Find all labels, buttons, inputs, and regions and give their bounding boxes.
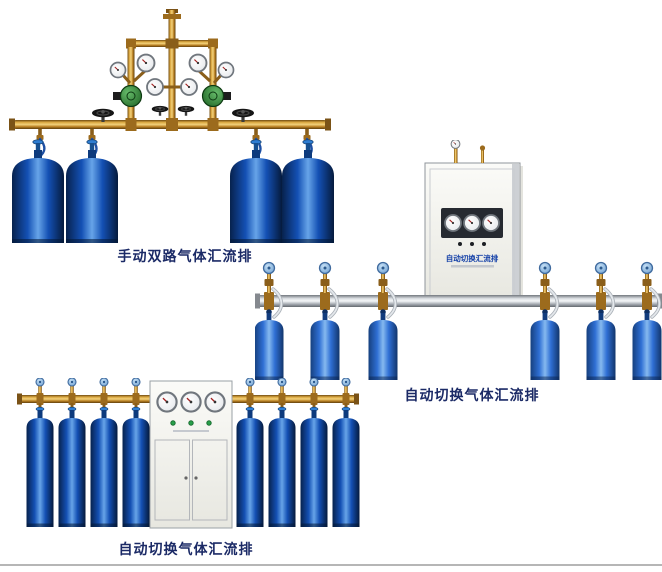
gas-cylinder	[530, 309, 560, 380]
pressure-gauge	[463, 214, 481, 232]
gas-cylinder	[11, 139, 65, 244]
caption-manual-dual-manifold: 手动双路气体汇流排	[117, 248, 253, 264]
valve-handwheel	[151, 105, 169, 117]
cylinder-valve-station	[593, 260, 616, 319]
gas-cylinder	[632, 309, 662, 380]
pressure-gauge	[156, 391, 178, 413]
gas-cylinder	[26, 406, 54, 528]
pressure-gauge	[482, 214, 500, 232]
indicator-dot	[470, 242, 474, 246]
pressure-gauge	[146, 78, 164, 96]
gas-cylinder	[90, 406, 118, 528]
gas-cylinder	[58, 406, 86, 528]
indicator-light	[206, 420, 212, 426]
gas-cylinder	[586, 309, 616, 380]
pressure-gauge	[188, 53, 208, 73]
gas-cylinder	[268, 406, 296, 528]
pressure-regulator	[201, 84, 232, 108]
manifold-pipe	[9, 118, 331, 131]
indicator-dot	[482, 242, 486, 246]
indicator-light	[188, 420, 194, 426]
cylinder-valve-station	[639, 260, 662, 319]
cabinet-door	[154, 439, 190, 521]
cylinder-valve-station	[375, 260, 398, 319]
valve-knob	[479, 145, 486, 151]
figure-auto-switch-gauges	[17, 378, 360, 529]
figure-manual-dual-manifold	[9, 9, 335, 244]
caption-auto-switch-manifold: 自动切换气体汇流排	[404, 387, 540, 403]
cabinet-door	[192, 439, 228, 521]
gas-cylinder	[332, 406, 360, 528]
pressure-gauge	[109, 61, 127, 79]
cylinder-valve-station	[317, 260, 340, 319]
gas-cylinder	[310, 309, 340, 380]
control-cabinet: 自动切换汇流排	[424, 140, 523, 306]
door-handle	[184, 476, 188, 480]
pressure-gauge	[136, 53, 156, 73]
cabinet-subtext-line	[451, 265, 494, 268]
pressure-gauge	[450, 140, 461, 149]
gas-cylinder	[368, 309, 398, 380]
cabinet-label: 自动切换汇流排	[446, 253, 499, 263]
gas-cylinder	[255, 309, 284, 380]
cabinet-subtext-line	[173, 430, 209, 432]
caption-auto-switch-manifold-2: 自动切换气体汇流排	[118, 541, 254, 557]
control-cabinet	[149, 380, 233, 529]
gas-cylinder	[236, 406, 264, 528]
bottom-divider	[0, 564, 662, 566]
valve-handwheel	[177, 105, 195, 117]
door-handle	[194, 476, 198, 480]
indicator-dot	[458, 242, 462, 246]
pressure-gauge	[180, 391, 202, 413]
pressure-gauge	[204, 391, 226, 413]
gas-cylinder	[300, 406, 328, 528]
figure-auto-switch-cabinet: 自动切换汇流排	[255, 140, 662, 380]
gas-cylinder	[65, 139, 119, 244]
indicator-light	[170, 420, 176, 426]
gas-cylinder	[122, 406, 150, 528]
pressure-gauge	[217, 61, 235, 79]
cylinder-valve-station	[261, 260, 284, 319]
cylinder-valve-station	[537, 260, 560, 319]
pressure-regulator	[112, 84, 143, 108]
pressure-gauge	[444, 214, 462, 232]
pressure-gauge	[180, 78, 198, 96]
